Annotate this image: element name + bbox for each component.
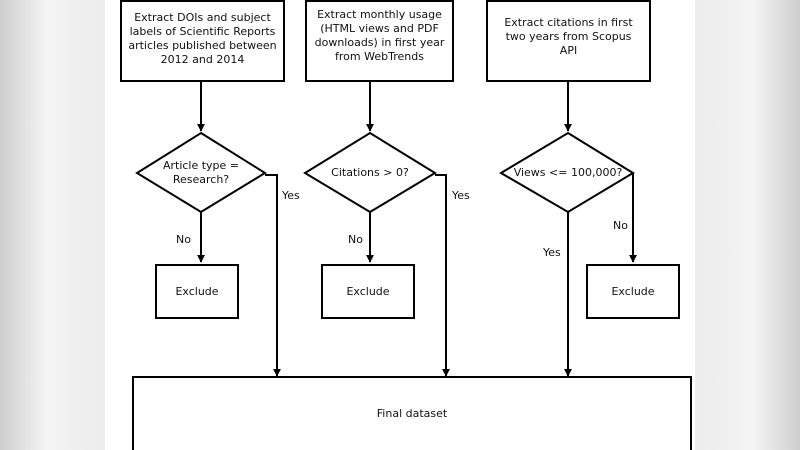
flowchart-connectors	[135, 82, 637, 377]
source-box-2: Extract monthly usage (HTML views and PD…	[305, 0, 454, 82]
decision-3-yes-label: Yes	[543, 246, 561, 259]
decision-3-diamond	[499, 131, 635, 214]
source-box-2-text: Extract monthly usage (HTML views and PD…	[314, 8, 445, 63]
right-background-panel	[695, 0, 800, 450]
exclude-box-3: Exclude	[586, 264, 680, 319]
decision-3-text-area: Views <= 100,000?	[505, 155, 631, 191]
arrow-decision-2-yes	[435, 174, 450, 377]
decision-3-text: Views <= 100,000?	[513, 166, 623, 179]
flowchart-canvas: Extract DOIs and subject labels of Scien…	[105, 0, 695, 450]
source-box-3-text: Extract citations in first two years fro…	[504, 16, 633, 57]
exclude-box-3-text: Exclude	[611, 284, 655, 298]
decision-1-text-area: Article type = Research?	[153, 153, 249, 193]
decision-2-text: Citations > 0?	[331, 166, 409, 179]
left-background-panel	[0, 0, 105, 450]
decision-3-no-label: No	[613, 219, 628, 232]
decision-2-yes-label: Yes	[452, 189, 470, 202]
final-dataset-text: Final dataset	[376, 407, 448, 420]
decision-1-no-label: No	[176, 233, 191, 246]
source-box-1: Extract DOIs and subject labels of Scien…	[120, 0, 285, 82]
arrow-decision-1-yes	[265, 174, 281, 377]
final-dataset-box: Final dataset	[132, 376, 692, 450]
decision-2-diamond	[303, 131, 437, 214]
exclude-box-2-text: Exclude	[346, 284, 390, 298]
decision-1-text: Article type = Research?	[162, 159, 240, 186]
source-box-3: Extract citations in first two years fro…	[486, 0, 651, 82]
source-box-1-text: Extract DOIs and subject labels of Scien…	[128, 11, 277, 66]
decision-1-yes-label: Yes	[282, 189, 300, 202]
exclude-box-1: Exclude	[155, 264, 239, 319]
exclude-box-1-text: Exclude	[175, 284, 219, 298]
decision-2-text-area: Citations > 0?	[317, 155, 423, 191]
decision-1-diamond	[135, 131, 267, 214]
decision-2-no-label: No	[348, 233, 363, 246]
exclude-box-2: Exclude	[321, 264, 415, 319]
